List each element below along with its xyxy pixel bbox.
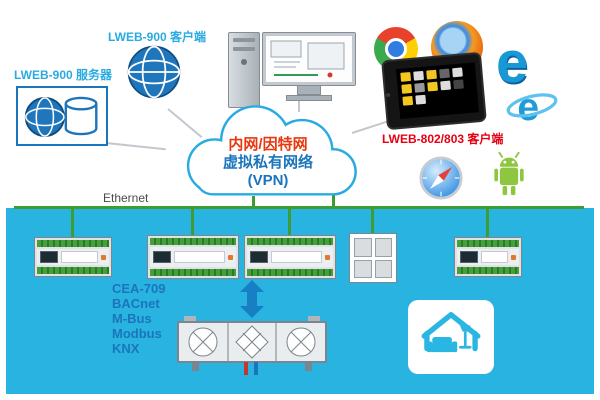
cloud-shape (186, 105, 357, 196)
tower-slot (233, 38, 255, 42)
app-tile (401, 83, 413, 94)
server-database-icon (16, 86, 108, 146)
device-face (150, 247, 236, 267)
protocol-item: CEA-709 (112, 281, 166, 296)
monitor-icon (262, 32, 356, 101)
terminal-strip (150, 238, 236, 245)
device-display (250, 251, 268, 263)
automation-server-device (244, 235, 336, 279)
protocol-item: M-Bus (112, 311, 152, 326)
terminal-strip (457, 267, 519, 274)
arrow-shaft (247, 292, 257, 306)
protocol-item: KNX (112, 341, 140, 356)
monitor-base (286, 95, 332, 101)
internet-explorer-icon: e (506, 82, 558, 137)
device-link (191, 209, 194, 235)
tablet-icon (381, 51, 487, 131)
device-link (288, 209, 291, 235)
svg-text:e: e (517, 86, 539, 129)
ethernet-label: Ethernet (103, 191, 149, 205)
device-face (37, 249, 109, 265)
protocol-list: CEA-709 BACnet M-Bus Modbus KNX (112, 281, 165, 356)
lweb900-client-label: LWEB-900 客户端 (108, 30, 207, 44)
ethernet-line (14, 206, 584, 209)
device-link (71, 209, 74, 237)
app-tile (426, 69, 437, 80)
tablet-camera-icon (386, 92, 391, 98)
terminal-strip (150, 269, 236, 276)
tower-slot (233, 47, 255, 51)
app-tile (427, 81, 438, 92)
device-face (247, 247, 333, 267)
terminal-strip (457, 240, 519, 247)
device-link (486, 209, 489, 237)
io-panel-device (349, 233, 397, 283)
device-display (40, 251, 58, 263)
automation-server-device (147, 235, 239, 279)
lweb900-server-label: LWEB-900 服务器 (14, 68, 113, 82)
device-led (228, 254, 233, 260)
vpn-ethernet-link (252, 196, 255, 209)
edge-icon: e (496, 30, 529, 95)
cloud-line-2: 虚拟私有网络 (222, 154, 313, 171)
arrow-up (240, 280, 264, 292)
globe-icon (126, 44, 182, 105)
app-tile (415, 94, 427, 105)
connector-pc-cloud (298, 98, 300, 112)
protocol-item: BACnet (112, 296, 160, 311)
monitor-frame (262, 32, 356, 86)
android-icon (487, 150, 531, 205)
device-link (371, 209, 374, 233)
io-module (354, 259, 372, 278)
io-module (374, 259, 392, 278)
monitor-screen (266, 36, 352, 82)
app-tile (453, 79, 464, 90)
device-led (101, 254, 106, 260)
app-tile (400, 71, 412, 82)
power-button-icon (241, 59, 247, 65)
device-label-area (174, 251, 225, 263)
app-tile (439, 68, 450, 79)
terminal-strip (37, 267, 109, 274)
io-module (354, 238, 372, 257)
device-label-area (61, 251, 98, 263)
vpn-ethernet-link (332, 192, 335, 209)
terminal-strip (247, 269, 333, 276)
arrow-down (240, 306, 264, 318)
smart-room-icon (408, 300, 494, 374)
terminal-strip (247, 238, 333, 245)
cloud-line-3: (VPN) (247, 172, 289, 189)
device-face (457, 249, 519, 265)
double-arrow-icon (240, 280, 264, 318)
monitor-stand (297, 86, 321, 95)
din-controller-device (34, 237, 112, 277)
connector-server-cloud (105, 142, 166, 151)
device-label-area (271, 251, 322, 263)
device-label-area (481, 251, 508, 263)
safari-icon (419, 156, 463, 205)
device-led (511, 254, 516, 260)
protocol-item: Modbus (112, 326, 162, 341)
cloud-line-1: 内网/因特网 (228, 136, 308, 153)
device-led (325, 254, 330, 260)
device-display (460, 251, 478, 263)
app-tile (413, 70, 424, 81)
tablet-screen (395, 62, 480, 120)
app-tile (414, 82, 426, 93)
air-handling-unit-icon (170, 316, 334, 387)
vpn-cloud: 内网/因特网 虚拟私有网络 (VPN) (166, 96, 370, 204)
terminal-strip (37, 240, 109, 247)
app-tile (402, 95, 414, 106)
din-controller-device (454, 237, 522, 277)
lweb802-client-label: LWEB-802/803 客户端 (382, 132, 504, 146)
io-module (374, 238, 392, 257)
cloud-caption: 内网/因特网 虚拟私有网络 (VPN) (166, 96, 370, 204)
app-tile (452, 67, 463, 78)
device-display (153, 251, 171, 263)
app-tile (440, 80, 451, 91)
